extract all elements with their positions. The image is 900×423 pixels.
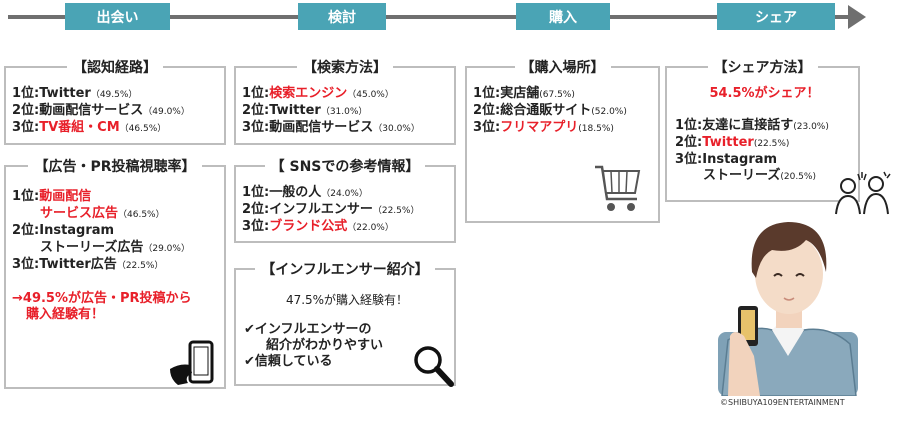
rank-2: 2位:Twitter(22.5%) [675, 135, 790, 150]
rank-1: 1位:Twitter（49.5%） [12, 86, 138, 101]
box-awareness-route: 【認知経路】 1位:Twitter（49.5%） 2位:動画配信サービス（49.… [4, 60, 226, 145]
rank-1: 1位:動画配信 [12, 189, 92, 204]
box-share-method: 【シェア方法】 54.5%がシェア！ 1位:友達に直接話す(23.0%) 2位:… [665, 60, 860, 202]
chatting-people-icon [835, 171, 891, 215]
share-headline: 54.5%がシェア！ [709, 86, 820, 101]
rank-1: 1位:検索エンジン（45.0%） [242, 86, 394, 101]
rank-1: 1位:友達に直接話す(23.0%) [675, 118, 829, 133]
person-with-phone-illustration [718, 222, 858, 396]
flow-arrow-line [8, 15, 853, 19]
ad-note-line-1: →49.5%が広告・PR投稿から [12, 290, 192, 306]
box-title: 【購入場所】 [514, 60, 611, 76]
box-title: 【インフルエンサー紹介】 [255, 262, 435, 278]
reason-1: ✔インフルエンサーの [244, 322, 372, 337]
rank-2: 2位:総合通販サイト(52.0%) [473, 103, 627, 118]
box-title: 【 SNSでの参考情報】 [264, 159, 426, 175]
rank-3: 3位:TV番組・CM（46.5%） [12, 120, 167, 135]
rank-3: 3位:ブランド公式（22.0%） [242, 219, 394, 234]
influencer-stat: 47.5%が購入経験有！ [285, 293, 409, 307]
copyright-credit: ©SHIBUYA109ENTERTAINMENT [720, 398, 845, 407]
rank-3: 3位:フリマアプリ(18.5%) [473, 120, 614, 135]
rank-1: 1位:実店舗(67.5%) [473, 86, 575, 101]
reason-2: ✔信頼している [244, 354, 333, 369]
rank-3: 3位:Instagram [675, 152, 778, 167]
box-title: 【検索方法】 [297, 60, 393, 76]
rank-3: 3位:Twitter広告（22.5%） [12, 257, 164, 272]
stage-share: シェア [717, 3, 835, 30]
rank-2: 2位:動画配信サービス（49.0%） [12, 103, 190, 118]
rank-3: 3位:動画配信サービス（30.0%） [242, 120, 420, 135]
rank-2-cont: ストーリーズ広告（29.0%） [40, 239, 190, 255]
box-title: 【広告・PR投稿視聴率】 [28, 159, 202, 175]
flow-arrow-head [848, 5, 866, 29]
rank-3-cont: ストーリーズ(20.5%) [703, 168, 816, 183]
smartphone-hand-icon [170, 340, 214, 385]
rank-2: 2位:インフルエンサー（22.5%） [242, 202, 420, 217]
reason-1-cont: 紹介がわかりやすい [266, 338, 384, 353]
shopping-cart-icon [595, 165, 641, 211]
box-title: 【認知経路】 [67, 60, 163, 76]
box-purchase-place: 【購入場所】 1位:実店舗(67.5%) 2位:総合通販サイト(52.0%) 3… [465, 60, 660, 223]
ad-note-line-2: 購入経験有！ [26, 307, 105, 322]
stage-consider: 検討 [298, 3, 386, 30]
rank-2: 2位:Twitter（31.0%） [242, 103, 368, 118]
box-ad-viewing-rate: 【広告・PR投稿視聴率】 1位:動画配信 サービス広告（46.5%） 2位:In… [4, 159, 226, 389]
box-title: 【シェア方法】 [707, 60, 818, 76]
stage-purchase: 購入 [516, 3, 610, 30]
magnifier-icon [414, 346, 454, 387]
box-influencer-intro: 【インフルエンサー紹介】 47.5%が購入経験有！ ✔インフルエンサーの 紹介が… [234, 262, 456, 387]
box-search-method: 【検索方法】 1位:検索エンジン（45.0%） 2位:Twitter（31.0%… [234, 60, 456, 145]
rank-1-cont: サービス広告（46.5%） [40, 205, 165, 221]
stage-encounter: 出会い [65, 3, 170, 30]
rank-2: 2位:Instagram [12, 223, 115, 238]
box-sns-reference: 【 SNSでの参考情報】 1位:一般の人（24.0%） 2位:インフルエンサー（… [234, 159, 456, 243]
rank-1: 1位:一般の人（24.0%） [242, 185, 368, 200]
